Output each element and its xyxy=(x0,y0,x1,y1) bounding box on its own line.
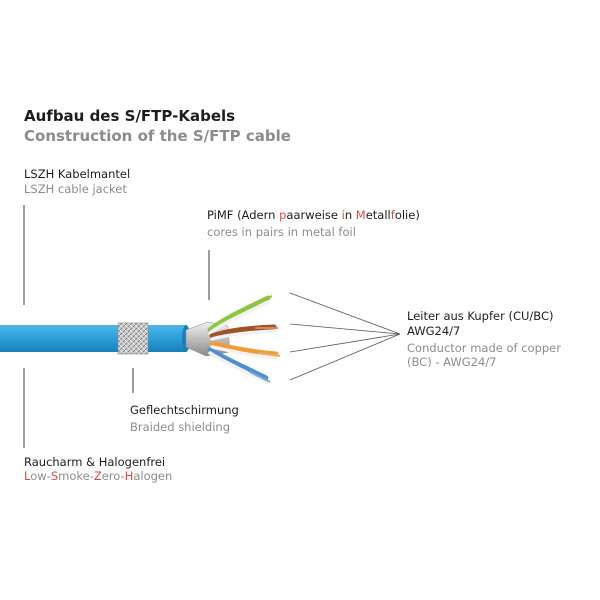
pimf-accent-letter: M xyxy=(355,208,366,222)
conductor-label-de-1: Leiter aus Kupfer (CU/BC) xyxy=(407,309,554,323)
pair-blue xyxy=(207,347,271,384)
pair-orange xyxy=(209,341,281,360)
braided-shield xyxy=(117,322,149,355)
pimf-accent-letter: p xyxy=(279,208,287,222)
halogen-accent-letter: S xyxy=(50,469,59,483)
pimf-label-en: cores in pairs in metal foil xyxy=(207,225,356,239)
title-german: Aufbau des S/FTP-Kabels xyxy=(24,107,236,125)
pimf-part: etall xyxy=(365,208,391,222)
conductor-label-en-2: (BC) - AWG24/7 xyxy=(407,355,497,369)
halogen-label-en: Low-Smoke-Zero-Halogen xyxy=(24,469,172,483)
pimf-part: olie) xyxy=(394,208,420,222)
halogen-accent-letter: Z xyxy=(93,469,102,483)
halogen-accent-letter: H xyxy=(124,469,134,483)
pimf-part: aarweise xyxy=(286,208,342,222)
halogen-part: ero- xyxy=(101,469,125,483)
halogen-accent-letter: L xyxy=(24,469,31,483)
shield-label-de: Geflechtschirmung xyxy=(130,403,239,417)
title-english: Construction of the S/FTP cable xyxy=(24,127,291,145)
cable-jacket-right xyxy=(146,325,186,352)
pair-green xyxy=(207,295,273,335)
pimf-part: n xyxy=(344,208,356,222)
shield-label-en: Braided shielding xyxy=(130,420,231,434)
conductor-leader-lines xyxy=(289,292,401,381)
pimf-accent-letter: i xyxy=(341,208,345,222)
conductor-label-en-1: Conductor made of copper xyxy=(407,341,561,355)
pimf-accent-letter: f xyxy=(390,208,395,222)
pimf-part: PiMF (Adern xyxy=(207,208,280,222)
halogen-part: moke- xyxy=(58,469,94,483)
jacket-label-de: LSZH Kabelmantel xyxy=(24,167,131,181)
halogen-part: alogen xyxy=(133,469,173,483)
jacket-label-en: LSZH cable jacket xyxy=(24,182,127,196)
halogen-part: ow- xyxy=(30,469,51,483)
pimf-label-de: PiMF (Adern paarweise in Metallfolie) xyxy=(207,208,420,222)
cable-jacket-left xyxy=(0,325,122,352)
pair-brown xyxy=(209,324,278,341)
conductor-label-de-2: AWG24/7 xyxy=(407,324,461,338)
halogen-label-de: Raucharm & Halogenfrei xyxy=(24,455,166,469)
